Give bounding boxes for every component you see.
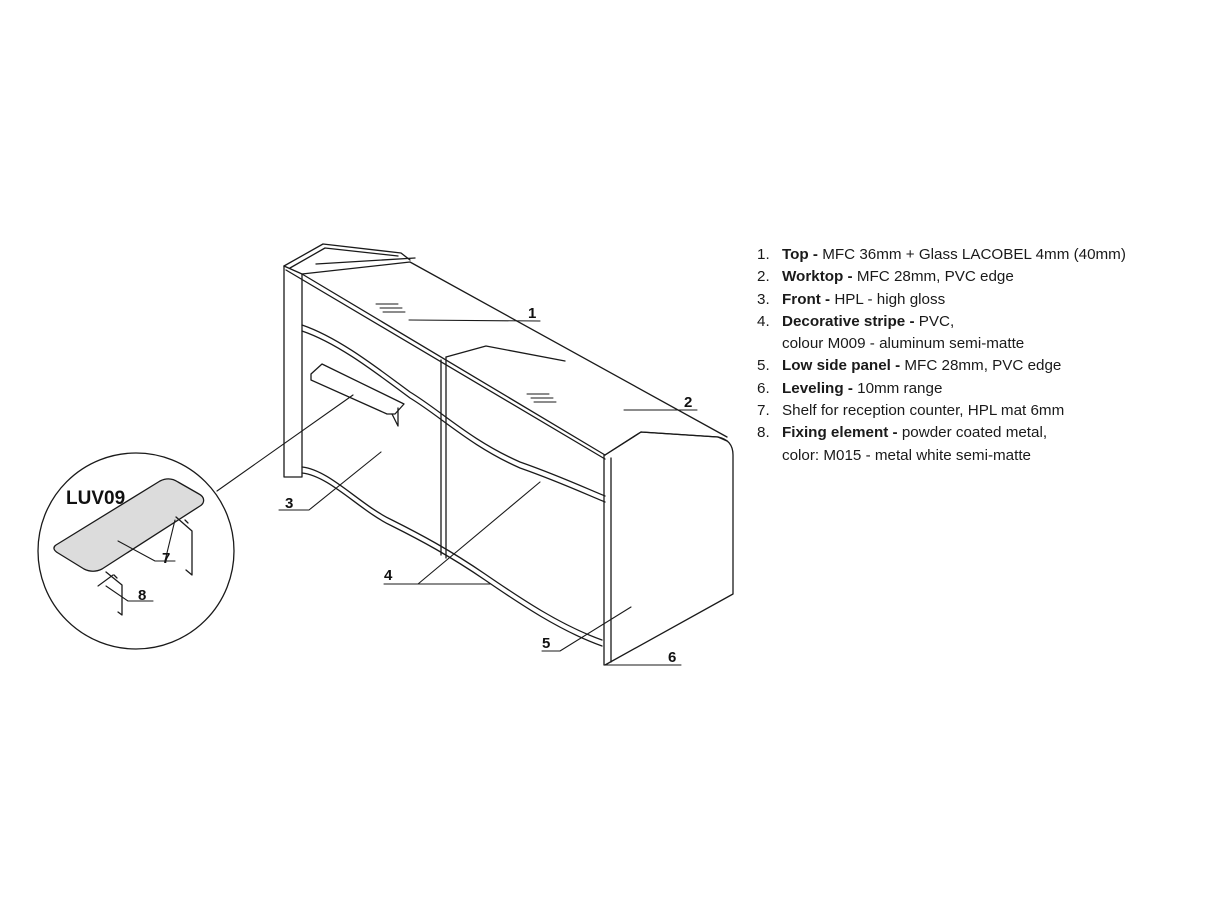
spec-item-1: 1. Top - MFC 36mm + Glass LACOBEL 4mm (4… (757, 244, 1126, 266)
spec-item-5: 5. Low side panel - MFC 28mm, PVC edge (757, 355, 1126, 377)
spec-text: Leveling - 10mm range (782, 378, 942, 400)
counter-shelf (310, 363, 405, 427)
callout-3: 3 (285, 495, 293, 512)
callout-8: 8 (138, 587, 146, 604)
spec-description: MFC 28mm, PVC edge (904, 357, 1062, 375)
callout-4: 4 (384, 567, 393, 584)
spec-number: 3. (757, 290, 770, 308)
spec-name: Front - (782, 290, 831, 308)
spec-text: Fixing element - powder coated metal, co… (782, 422, 1047, 467)
spec-description: Shelf for reception counter, HPL mat 6mm (782, 402, 1065, 420)
spec-text: Top - MFC 36mm + Glass LACOBEL 4mm (40mm… (782, 244, 1126, 266)
callout-labels: 1 2 3 4 5 6 LUV09 7 8 (66, 305, 692, 666)
spec-description: MFC 36mm + Glass LACOBEL 4mm (40mm) (822, 246, 1126, 263)
callout-leaders (216, 319, 698, 666)
spec-name: Top - (782, 246, 818, 263)
spec-description: PVC, (918, 312, 955, 330)
spec-description: powder coated metal, (901, 424, 1048, 442)
spec-name: Worktop - (782, 268, 853, 286)
spec-item-6: 6. Leveling - 10mm range (757, 378, 1126, 400)
spec-number: 1. (757, 246, 770, 263)
left-side-panel (283, 243, 411, 478)
callout-2: 2 (684, 394, 692, 411)
spec-description: HPL - high gloss (834, 290, 946, 308)
detail-circle (37, 452, 235, 650)
front-panel (301, 324, 606, 666)
spec-description-line2: colour M009 - aluminum semi-matte (782, 335, 1025, 353)
spec-text: Front - HPL - high gloss (782, 289, 945, 311)
spec-text: Worktop - MFC 28mm, PVC edge (782, 266, 1014, 288)
spec-text: Shelf for reception counter, HPL mat 6mm (782, 400, 1064, 422)
callout-1: 1 (528, 305, 536, 322)
detail-title: LUV09 (66, 488, 125, 509)
spec-name: Fixing element - (782, 424, 898, 442)
callout-7: 7 (162, 550, 170, 567)
spec-item-3: 3. Front - HPL - high gloss (757, 289, 1126, 311)
spec-number: 6. (757, 379, 770, 397)
spec-list: 1. Top - MFC 36mm + Glass LACOBEL 4mm (4… (757, 244, 1126, 467)
spec-number: 5. (757, 357, 770, 375)
spec-item-2: 2. Worktop - MFC 28mm, PVC edge (757, 266, 1126, 288)
spec-text: Low side panel - MFC 28mm, PVC edge (782, 355, 1061, 377)
spec-number: 8. (757, 424, 770, 442)
spec-item-4: 4. Decorative stripe - PVC, colour M009 … (757, 311, 1126, 356)
spec-name: Low side panel - (782, 357, 901, 375)
spec-text: Decorative stripe - PVC, colour M009 - a… (782, 311, 1024, 356)
spec-item-7: 7. Shelf for reception counter, HPL mat … (757, 400, 1126, 422)
right-side-panel (604, 431, 734, 666)
spec-description-line2: color: M015 - metal white semi-matte (782, 446, 1031, 464)
callout-5: 5 (542, 635, 550, 652)
callout-6: 6 (668, 649, 676, 666)
spec-item-8: 8. Fixing element - powder coated metal,… (757, 422, 1126, 467)
spec-description: 10mm range (857, 379, 943, 397)
spec-number: 4. (757, 312, 770, 330)
spec-description: MFC 28mm, PVC edge (856, 268, 1014, 286)
spec-name: Decorative stripe - (782, 312, 915, 330)
spec-number: 7. (757, 402, 770, 420)
spec-number: 2. (757, 268, 770, 286)
spec-name: Leveling - (782, 379, 853, 397)
counter-top (283, 257, 728, 460)
